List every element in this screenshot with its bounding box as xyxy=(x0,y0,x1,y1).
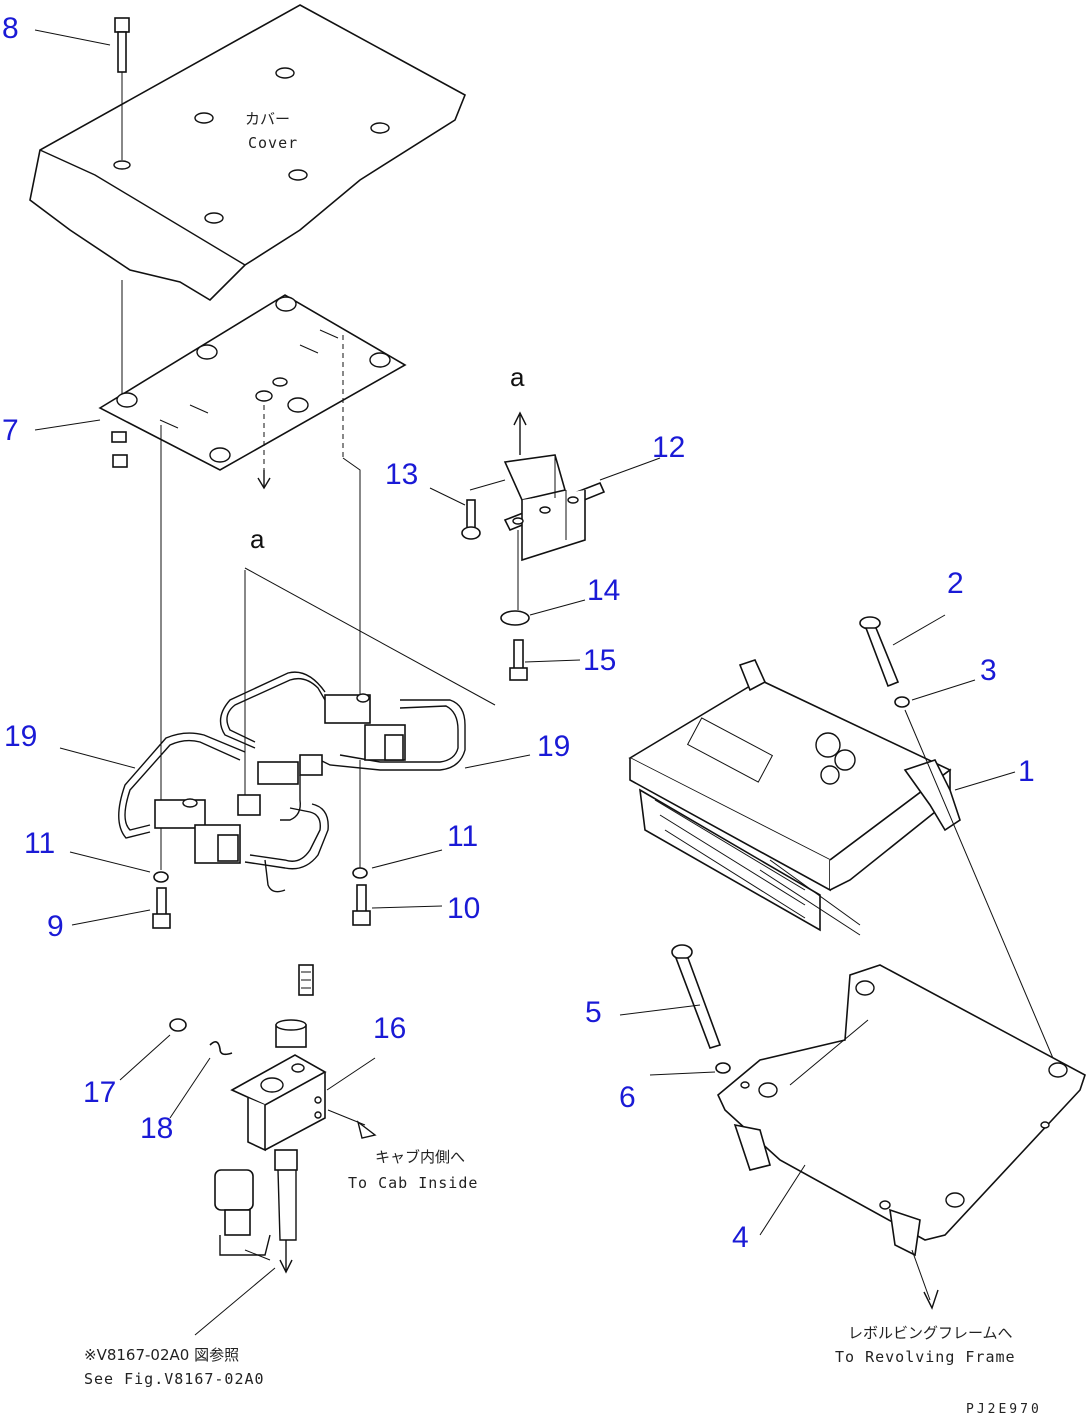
cover-panel xyxy=(29,4,467,302)
drawing-code: PJ2E970 xyxy=(966,1402,1042,1417)
ref-letter-a-top: a xyxy=(510,362,525,392)
leader-6 xyxy=(649,1071,716,1076)
frame-label-en: To Revolving Frame xyxy=(835,1348,1016,1366)
bolt-8 xyxy=(114,17,130,395)
callout-8: 8 xyxy=(2,12,19,45)
frame-label-jp: レボルビングフレームへ xyxy=(848,1324,1013,1342)
callout-15: 15 xyxy=(583,644,616,677)
leader-9 xyxy=(71,909,151,926)
leader-11-left xyxy=(69,851,151,873)
leader-5 xyxy=(619,1004,701,1016)
controller-unit-1 xyxy=(628,659,961,936)
bolt-9 xyxy=(152,887,171,929)
callout-6: 6 xyxy=(619,1081,636,1114)
bolt-10 xyxy=(352,884,371,926)
callout-17: 17 xyxy=(83,1076,116,1109)
callout-7: 7 xyxy=(2,414,19,447)
relay-device xyxy=(214,1149,298,1274)
nut-17 xyxy=(169,1018,187,1032)
leader-12 xyxy=(599,457,661,481)
rubber-mount xyxy=(275,1019,307,1048)
harness-19 xyxy=(118,671,466,893)
leader-15 xyxy=(524,659,581,663)
leader-11-right xyxy=(371,849,443,869)
callout-9: 9 xyxy=(47,910,64,943)
mounting-plate-7 xyxy=(98,294,407,471)
callout-1: 1 xyxy=(1018,755,1035,788)
leader-19-left xyxy=(59,747,136,769)
callout-16: 16 xyxy=(373,1012,406,1045)
base-plate-4 xyxy=(717,964,1086,1257)
bracket-12 xyxy=(469,454,606,562)
washer-3 xyxy=(894,696,910,708)
leader-8 xyxy=(34,29,111,46)
leader-2 xyxy=(892,614,946,646)
ref-letter-a-bottom: a xyxy=(250,524,265,554)
leader-3 xyxy=(911,679,976,701)
callout-2: 2 xyxy=(947,567,964,600)
line-2-to-4 xyxy=(904,709,1059,1071)
callout-14: 14 xyxy=(587,574,620,607)
cover-label-jp: カバー xyxy=(245,110,290,128)
callout-3: 3 xyxy=(980,654,997,687)
callout-12: 12 xyxy=(652,431,685,464)
callout-4: 4 xyxy=(732,1221,749,1254)
leader-19-right xyxy=(464,754,531,769)
leader-18 xyxy=(169,1057,211,1119)
callout-13: 13 xyxy=(385,458,418,491)
cab-label-jp: キャブ内側へ xyxy=(375,1148,465,1166)
washer-11-right xyxy=(352,867,368,879)
leader-see-fig xyxy=(194,1267,276,1336)
small-bolt-top xyxy=(298,964,314,996)
washer-14 xyxy=(500,610,530,626)
see-fig-label-jp: ※V8167-02A0 図参照 xyxy=(84,1346,239,1364)
callout-11-left: 11 xyxy=(24,827,55,860)
bolt-5 xyxy=(671,944,722,1049)
bolt-2 xyxy=(859,616,900,688)
connector-upper xyxy=(324,693,406,761)
cab-label-en: To Cab Inside xyxy=(348,1174,478,1192)
bracket-16 xyxy=(230,1054,327,1152)
see-fig-label-en: See Fig.V8167-02A0 xyxy=(84,1370,265,1388)
leader-4 xyxy=(759,1164,806,1236)
washer-11-left xyxy=(153,871,169,883)
callout-5: 5 xyxy=(585,996,602,1029)
harness-clip xyxy=(237,754,323,816)
washer-18 xyxy=(209,1041,233,1056)
callout-19-left: 19 xyxy=(4,720,37,753)
bolt-13 xyxy=(461,499,481,540)
bolt-15 xyxy=(509,639,528,681)
cover-label-en: Cover xyxy=(248,134,298,152)
leader-14 xyxy=(529,599,586,616)
leader-1 xyxy=(954,771,1016,791)
callout-19-right: 19 xyxy=(537,730,570,763)
connector-lower xyxy=(154,798,241,864)
callout-11-right: 11 xyxy=(447,820,478,853)
leader-7 xyxy=(34,419,101,431)
leader-10 xyxy=(371,905,443,909)
callout-10: 10 xyxy=(447,892,480,925)
washer-6 xyxy=(715,1062,731,1074)
leader-13 xyxy=(429,487,466,506)
callout-18: 18 xyxy=(140,1112,173,1145)
leader-17 xyxy=(119,1034,171,1081)
leader-16 xyxy=(326,1057,376,1091)
